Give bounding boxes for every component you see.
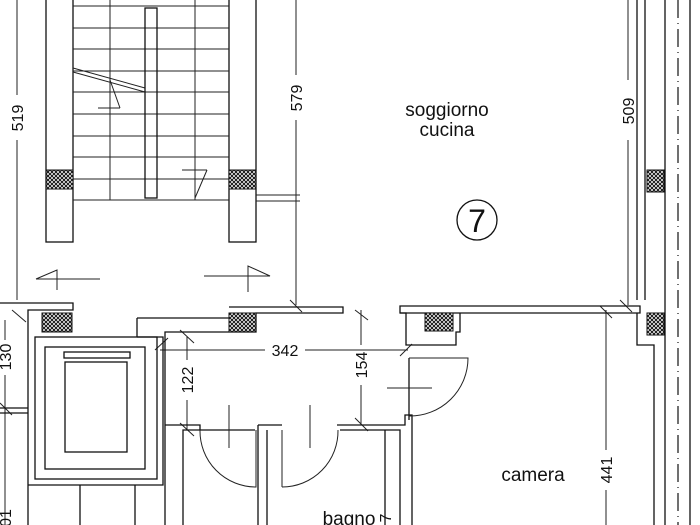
column-hatch — [41, 312, 73, 333]
dimension-corridor-right: 154 — [354, 352, 371, 379]
lift-shaft — [34, 336, 158, 480]
column-hatch — [646, 312, 665, 336]
handrail — [144, 7, 158, 199]
staircase — [35, 0, 300, 292]
dimension-bedroom-depth: 441 — [599, 457, 616, 484]
door-swing — [408, 357, 469, 417]
door-swing — [281, 429, 339, 488]
dimension-left-bottom: 01 — [0, 509, 15, 525]
column-hatch — [228, 312, 257, 333]
room-label-bedroom: camera — [501, 465, 565, 486]
dimension-lines — [0, 0, 633, 525]
column-hatch — [646, 169, 665, 193]
doors — [199, 357, 469, 488]
dimension-bath-edge: 7 — [378, 513, 395, 522]
stair-arrow-right — [204, 265, 271, 292]
room-label-kitchen: cucina — [420, 120, 475, 141]
room-label-living: soggiorno — [405, 100, 488, 121]
column-hatch — [228, 169, 257, 190]
room-label-bathroom: bagno — [323, 509, 376, 525]
dimension-right: 509 — [621, 98, 638, 125]
stair-arrow-left — [35, 269, 100, 290]
dimension-corridor-width: 342 — [272, 343, 299, 360]
dimension-corridor-left: 122 — [180, 367, 197, 394]
dimension-left: 519 — [10, 105, 27, 132]
dimension-stair-right: 579 — [289, 85, 306, 112]
dimension-left-lower: 130 — [0, 344, 15, 371]
unit-number-circle — [456, 199, 498, 241]
column-hatch — [45, 169, 74, 190]
column-hatch — [424, 312, 454, 332]
door-swing — [199, 429, 257, 488]
unit-number: 7 — [468, 203, 486, 239]
